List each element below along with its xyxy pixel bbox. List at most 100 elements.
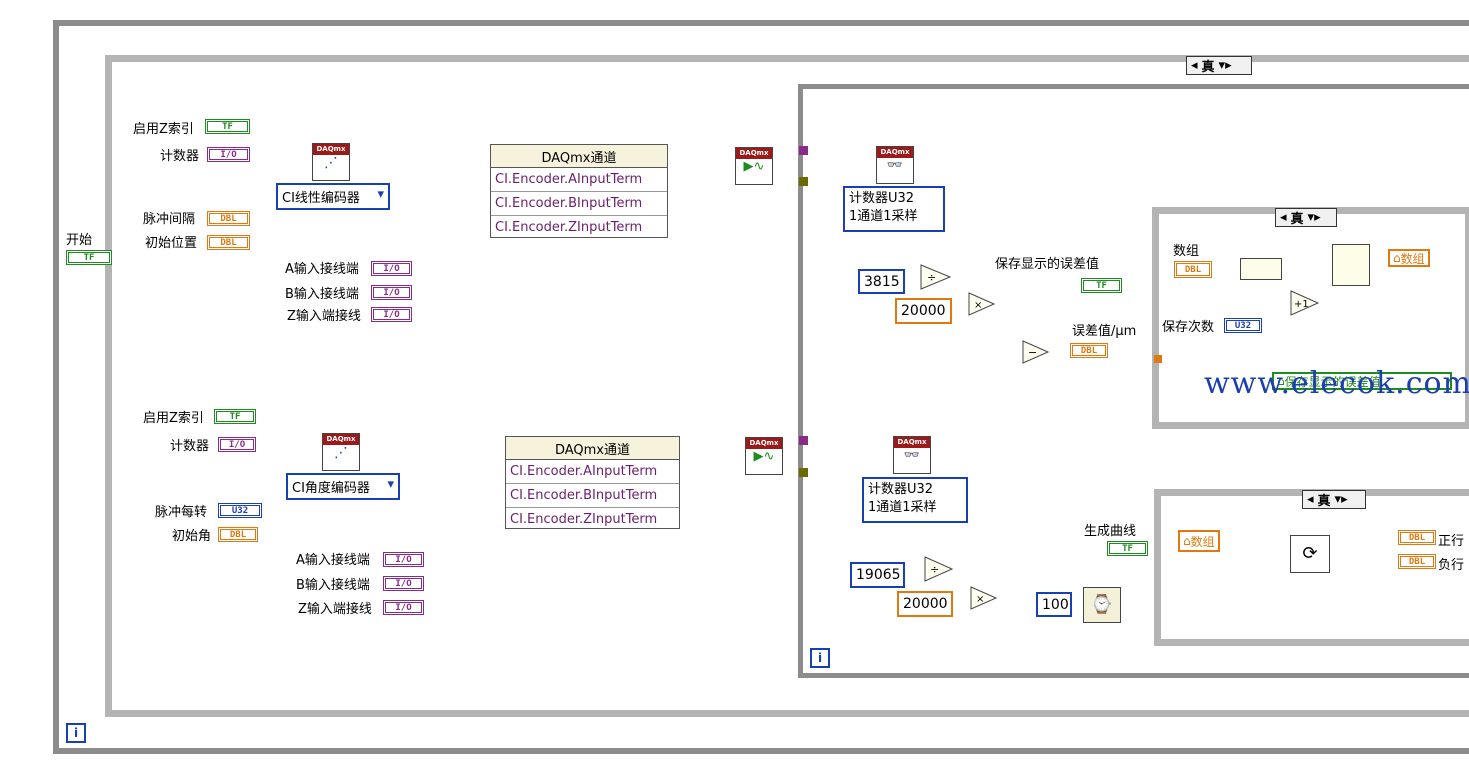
save-error-control[interactable]: TF	[1081, 278, 1122, 293]
tunnel-top-task	[799, 177, 808, 186]
subvi-icon[interactable]: ⟳	[1290, 535, 1330, 573]
bottom-encoder-type-ring[interactable]: CI角度编码器▾	[286, 473, 400, 500]
bottom-counter-control[interactable]: I/O	[218, 437, 256, 452]
bottom-init-angle-control[interactable]: DBL	[218, 527, 258, 542]
top-const-b[interactable]: 20000	[895, 298, 952, 324]
array-subset-icon	[1240, 258, 1282, 280]
pos-out-terminal: DBL	[1398, 530, 1436, 545]
top-const-a[interactable]: 3815	[858, 269, 905, 294]
error-label: 误差值/μm	[1072, 324, 1137, 339]
top-prop-row-b[interactable]: CI.Encoder.BInputTerm	[491, 192, 667, 216]
bottom-a-label: A输入接线端	[296, 553, 370, 568]
start-label: 开始	[66, 233, 93, 248]
top-multiply-icon: ×	[968, 292, 996, 316]
bottom-b-label: B输入接线端	[296, 578, 370, 593]
tunnel-bottom-task	[799, 468, 808, 477]
bottom-prop-row-b[interactable]: CI.Encoder.BInputTerm	[506, 484, 679, 508]
prev-case-icon[interactable]: ◂	[1191, 58, 1198, 73]
bottom-const-b[interactable]: 20000	[897, 591, 953, 617]
tunnel-error-save	[1154, 355, 1162, 363]
neg-out-terminal: DBL	[1398, 554, 1436, 569]
tunnel-bottom-error	[799, 436, 808, 445]
bottom-prop-title: DAQmx通道	[554, 442, 631, 458]
bottom-create-channel-vi[interactable]: DAQmx ⋰	[322, 433, 360, 471]
svg-text:÷: ÷	[930, 563, 939, 576]
increment-icon: +1	[1290, 290, 1320, 316]
array-local-variable[interactable]: ⌂数组	[1388, 249, 1430, 267]
bottom-prop-row-a[interactable]: CI.Encoder.AInputTerm	[506, 460, 679, 484]
bottom-divide-icon: ÷	[924, 556, 954, 582]
top-a-control[interactable]: I/O	[371, 261, 412, 276]
bottom-zindex-control[interactable]: TF	[214, 409, 256, 424]
svg-text:+1: +1	[1294, 299, 1309, 310]
save-case-selector[interactable]: ◂真▾▸	[1275, 208, 1337, 227]
save-count-control[interactable]: U32	[1224, 318, 1262, 333]
bottom-prop-row-z[interactable]: CI.Encoder.ZInputTerm	[510, 512, 658, 527]
top-a-label: A输入接线端	[285, 262, 359, 277]
subtract-icon: −	[1022, 340, 1050, 364]
top-b-control[interactable]: I/O	[371, 285, 412, 300]
top-b-label: B输入接线端	[285, 287, 359, 302]
top-counter-label: 计数器	[160, 149, 200, 164]
top-encoder-type-ring[interactable]: CI线性编码器▾	[276, 183, 390, 210]
top-divide-icon: ÷	[920, 264, 952, 290]
wait-timer-icon: ⌚	[1083, 587, 1121, 623]
svg-text:−: −	[1028, 346, 1037, 359]
while-loop[interactable]	[53, 20, 1469, 754]
build-array-icon	[1332, 244, 1370, 286]
bottom-z-label: Z输入端接线	[298, 602, 372, 617]
curve-array-local[interactable]: ⌂数组	[1178, 530, 1220, 552]
top-pulse-interval-control[interactable]: DBL	[207, 211, 250, 226]
array-control[interactable]: DBL	[1174, 261, 1212, 278]
top-prop-row-z[interactable]: CI.Encoder.ZInputTerm	[495, 220, 643, 235]
bottom-start-task-vi[interactable]: DAQmx ▶∿	[745, 437, 783, 475]
top-zindex-label: 启用Z索引	[133, 122, 194, 137]
top-z-label: Z输入端接线	[287, 309, 361, 324]
prev-case-icon: ◂	[1280, 210, 1287, 225]
outer-case-selector[interactable]: ◂ 真 ▾▸	[1186, 56, 1252, 75]
top-z-control[interactable]: I/O	[371, 307, 412, 322]
bottom-property-node[interactable]: DAQmx通道 CI.Encoder.AInputTerm CI.Encoder…	[505, 436, 680, 529]
neg-out-label: 负行	[1438, 558, 1465, 573]
svg-text:÷: ÷	[927, 271, 936, 284]
dropdown-icon[interactable]: ▾▸	[1218, 58, 1232, 73]
top-prop-row-a[interactable]: CI.Encoder.AInputTerm	[491, 168, 667, 192]
top-pulse-interval-label: 脉冲间隔	[143, 212, 196, 227]
hidden-local-variable[interactable]: ⌂保存显示的误差值	[1272, 372, 1452, 390]
bottom-z-control[interactable]: I/O	[383, 600, 424, 615]
bottom-read-mode-ring[interactable]: 计数器U32 1通道1采样	[862, 477, 968, 523]
bottom-pulses-control[interactable]: U32	[218, 503, 262, 518]
iteration-terminal: i	[66, 723, 86, 743]
top-create-channel-vi[interactable]: DAQmx ⋰	[312, 143, 350, 181]
watermark: www.elecok.com	[1204, 366, 1469, 401]
ring-dropdown-icon: ▾	[387, 477, 394, 492]
bottom-multiply-icon: ×	[970, 586, 998, 610]
start-control[interactable]: TF	[66, 250, 112, 265]
inner-iteration-terminal: i	[810, 648, 830, 668]
top-zindex-control[interactable]: TF	[205, 119, 250, 134]
top-counter-control[interactable]: I/O	[207, 147, 250, 162]
top-read-mode-ring[interactable]: 计数器U32 1通道1采样	[843, 186, 945, 232]
bottom-zindex-label: 启用Z索引	[143, 411, 204, 426]
tunnel-top-error	[799, 146, 808, 155]
top-property-node[interactable]: DAQmx通道 CI.Encoder.AInputTerm CI.Encoder…	[490, 144, 668, 238]
curve-case-selector[interactable]: ◂真▾▸	[1302, 490, 1366, 509]
bottom-init-angle-label: 初始角	[172, 529, 212, 544]
array-label: 数组	[1173, 244, 1200, 259]
bottom-pulses-label: 脉冲每转	[155, 505, 208, 520]
top-init-pos-control[interactable]: DBL	[207, 235, 250, 250]
wait-ms-const[interactable]: 100	[1036, 592, 1072, 617]
pos-out-label: 正行	[1438, 534, 1465, 549]
bottom-a-control[interactable]: I/O	[383, 552, 424, 567]
curve-label: 生成曲线	[1084, 524, 1137, 539]
top-read-vi[interactable]: DAQmx 👓	[876, 146, 914, 184]
top-init-pos-label: 初始位置	[145, 236, 198, 251]
bottom-read-vi[interactable]: DAQmx 👓	[893, 436, 931, 474]
inner-loop[interactable]	[798, 84, 1469, 678]
bottom-b-control[interactable]: I/O	[383, 576, 424, 591]
curve-control[interactable]: TF	[1107, 541, 1148, 556]
top-start-task-vi[interactable]: DAQmx ▶∿	[735, 147, 773, 185]
bottom-const-a[interactable]: 19065	[850, 562, 905, 588]
save-count-label: 保存次数	[1162, 320, 1215, 335]
